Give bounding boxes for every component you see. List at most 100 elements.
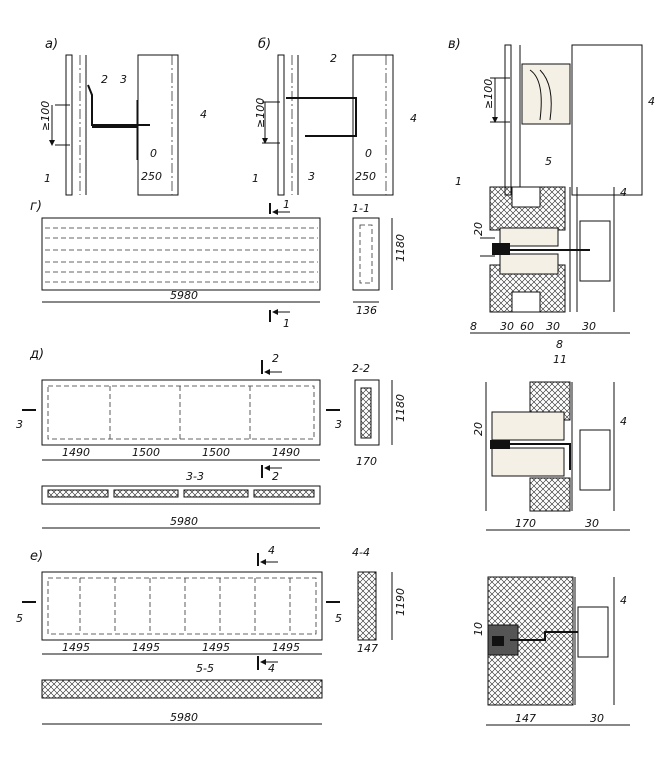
span-2: 1495: [132, 641, 160, 654]
panel-g-tag: г): [30, 199, 42, 214]
section-mark-3-left: 3: [16, 418, 23, 431]
dim-30c: 30: [582, 320, 596, 333]
section-mark-2-bottom: 2: [272, 470, 279, 483]
panel-length: 5980: [170, 515, 198, 528]
seal: [490, 440, 510, 449]
panel-length: 5980: [170, 289, 198, 302]
joint-gap: 20: [472, 422, 485, 436]
span-1: 1490: [62, 446, 90, 459]
panel-e-tag: е): [30, 549, 43, 564]
joint-width: 170: [515, 517, 536, 530]
section-mark-4-bottom: 4: [268, 662, 275, 675]
panel-d: д) 2 2 3 3 1490 1500 1500 1490 3-3 5980 …: [16, 347, 407, 529]
label-4: 4: [620, 594, 627, 607]
gap-max: 250: [141, 170, 162, 183]
column-block: [579, 220, 611, 282]
joint-offset: 30: [590, 712, 604, 725]
gap-min: 0: [150, 147, 157, 160]
dim-min: ≥100: [482, 79, 495, 109]
panel-height: 1180: [394, 234, 407, 262]
joint-gap: 20: [472, 222, 485, 236]
joint-width: 147: [515, 712, 536, 725]
plate-3: [92, 124, 137, 128]
panel-elevation: [41, 571, 323, 641]
detail-v-tag: в): [448, 37, 461, 52]
label-3: 3: [308, 170, 315, 183]
timber-block-5: [521, 63, 571, 125]
detail-a-tag: а): [45, 37, 58, 52]
span-1: 1495: [62, 641, 90, 654]
panel-e: е) 4 4 5 5 1495 1495 1495 1495 5-5 5980 …: [16, 544, 407, 725]
panel-length: 5980: [170, 711, 198, 724]
dim-8b: 8: [556, 338, 563, 351]
panel-elevation: [41, 217, 321, 291]
panel-elevation: [41, 379, 321, 446]
section-title: 1-1: [352, 202, 370, 215]
span-3: 1495: [202, 641, 230, 654]
panel-thickness: 170: [356, 455, 377, 468]
section-5-5: [41, 679, 323, 699]
span-4: 1490: [272, 446, 300, 459]
panel-thickness: 136: [356, 304, 377, 317]
joint-detail-2: 11 20 4 170 30: [472, 353, 630, 531]
section-mark-4-top: 4: [268, 544, 275, 557]
section-3-3: [41, 485, 321, 505]
section-title-4: 4-4: [352, 546, 370, 559]
label-4: 4: [620, 415, 627, 428]
label-4: 4: [648, 95, 655, 108]
section-1-1: [352, 217, 380, 291]
section-mark-5-right: 5: [335, 612, 342, 625]
span-3: 1500: [202, 446, 230, 459]
dim-8: 8: [470, 320, 477, 333]
joint-detail-1: 20 4 8 30 60 30 30 8: [470, 186, 630, 351]
column-4: [137, 54, 179, 196]
dim-30b: 30: [546, 320, 560, 333]
section-mark-5-left: 5: [16, 612, 23, 625]
label-4: 4: [620, 186, 627, 199]
label-1: 1: [44, 172, 51, 185]
anchor-bracket: [510, 631, 600, 641]
span-2: 1500: [132, 446, 160, 459]
label-3: 3: [120, 73, 127, 86]
detail-v: в) ≥100 1 5 4: [448, 37, 655, 196]
label-4: 4: [200, 108, 207, 121]
span-4: 1495: [272, 641, 300, 654]
joint-offset: 30: [585, 517, 599, 530]
section-mark-bottom: 1: [283, 317, 290, 330]
section-2-2: [354, 379, 380, 446]
label-2: 2: [101, 73, 108, 86]
dim-min: ≥100: [254, 98, 267, 128]
gap-max: 250: [355, 170, 376, 183]
panel-thickness: 147: [357, 642, 378, 655]
bracket-2: [87, 84, 150, 126]
column-block: [579, 429, 611, 491]
detail-b: б) ≥100 2 3 1 0 250 4: [252, 37, 417, 196]
panel-d-tag: д): [29, 347, 44, 362]
column-block: [577, 606, 609, 658]
label-1: 1: [252, 172, 259, 185]
section-mark-top: 1: [283, 198, 290, 211]
panel-height: 1180: [394, 394, 407, 422]
label-4: 4: [410, 112, 417, 125]
gap-min: 0: [365, 147, 372, 160]
joint-gap: 10: [472, 622, 485, 636]
detail-a: а) ≥100 2 3 1 0 250 4: [39, 37, 207, 196]
label-2: 2: [330, 52, 337, 65]
column-4: [571, 44, 643, 196]
column-4: [352, 54, 394, 196]
panel-skin: [65, 54, 73, 196]
section-title-5: 5-5: [196, 662, 214, 675]
seal: [492, 243, 510, 255]
dim-60: 60: [520, 320, 534, 333]
label-11: 11: [553, 353, 567, 366]
section-mark-3-right: 3: [335, 418, 342, 431]
panel-height: 1190: [394, 588, 407, 616]
panel-g: г) 1 1 5980 1-1 1180 136: [30, 198, 407, 330]
dim-30: 30: [500, 320, 514, 333]
label-1: 1: [455, 175, 462, 188]
bracket-2: [286, 97, 357, 137]
section-title-3: 3-3: [186, 470, 204, 483]
label-5: 5: [545, 155, 552, 168]
anchor-bracket: [510, 443, 571, 470]
